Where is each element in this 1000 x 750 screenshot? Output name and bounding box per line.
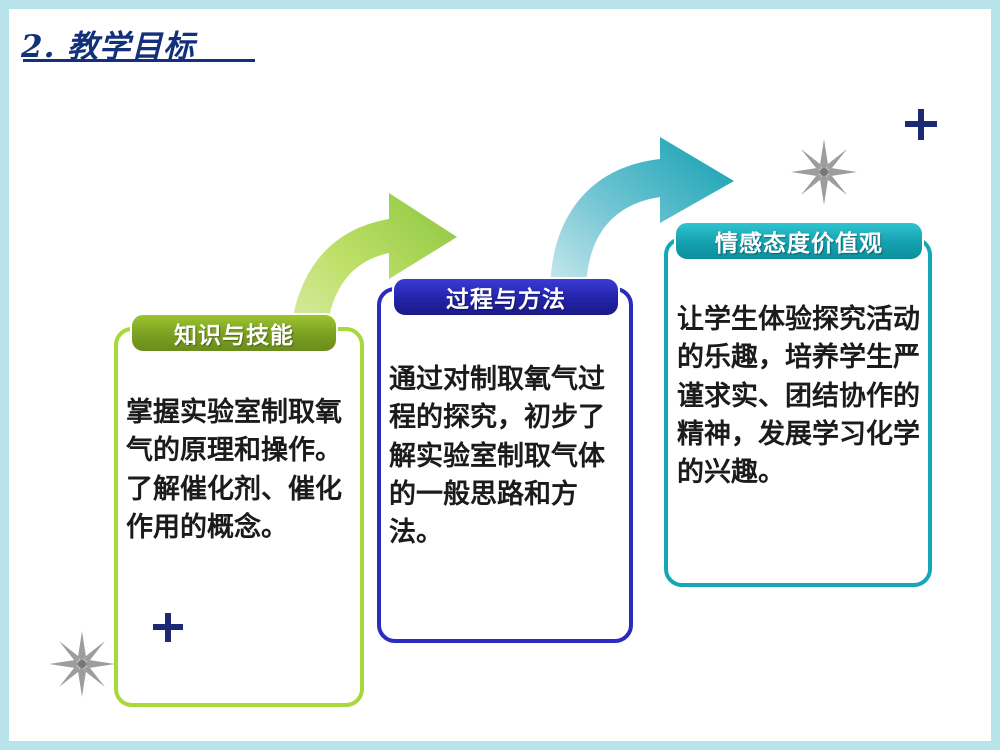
box-emotion [664,237,932,587]
box-process-badge: 过程与方法 [392,277,620,317]
cross-bottom-left-icon [153,613,183,642]
title-underline [23,59,255,62]
box-emotion-badge: 情感态度价值观 [674,221,924,261]
box-knowledge-text: 掌握实验室制取氧气的原理和操作。了解催化剂、催化作用的概念。 [126,397,342,543]
top-border-notch [779,9,875,19]
box-knowledge-badge: 知识与技能 [130,313,338,353]
sparkle-bottom-left-icon [49,631,115,697]
box-knowledge [114,327,364,707]
cross-top-right-icon [905,109,937,140]
box-process-text: 通过对制取氧气过程的探究，初步了解实验室制取气体的一般思路和方法。 [389,364,605,549]
sparkle-top-right-icon [791,139,857,205]
arrow-teal-icon [550,137,734,294]
arrow-green-icon [289,193,457,359]
box-emotion-text: 让学生体验探究活动的乐趣，培养学生严谨求实、团结协作的精神，发展学习化学的兴趣。 [677,304,920,489]
